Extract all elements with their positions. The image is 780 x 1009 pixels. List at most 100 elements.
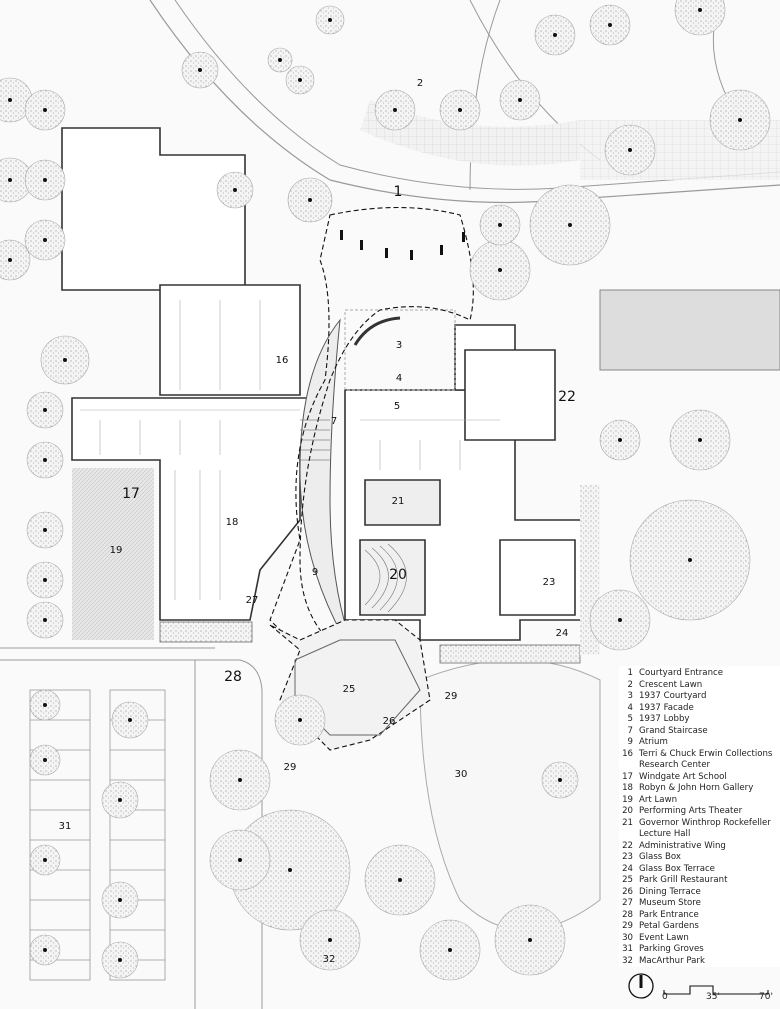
tree-trunk [43, 178, 47, 182]
legend-text: Park Grill Restaurant [639, 875, 728, 885]
tree-trunk [43, 618, 47, 622]
plan-labels: 1 2 3 4 5 7 9 16 17 18 19 20 21 22 23 24… [59, 78, 576, 965]
scale-mid: 35' [706, 992, 720, 1002]
tree-trunk [8, 98, 12, 102]
label-admin-wing: 22 [558, 389, 576, 405]
tree-trunk [298, 718, 302, 722]
legend-text: Glass Box Terrace [639, 863, 715, 874]
label-theater: 20 [389, 567, 407, 583]
tree-trunk [118, 798, 122, 802]
legend-text: Crescent Lawn [639, 679, 703, 690]
scale-and-north: 0 35' 70' [628, 972, 778, 1008]
tree-trunk [688, 558, 692, 562]
legend-number: 32 [622, 955, 633, 966]
legend-number: 25 [622, 875, 633, 885]
label-macarthur-park: 32 [323, 954, 336, 965]
legend-item: 25 Park Grill Restaurant [619, 875, 780, 887]
legend-text: 1937 Facade [639, 702, 694, 713]
label-grand-staircase: 7 [331, 416, 337, 427]
north-arrow-icon [628, 973, 769, 999]
tree-trunk [43, 758, 47, 762]
label-courtyard-entrance: 1 [394, 184, 403, 200]
entrance-columns [340, 230, 465, 260]
tree-trunk [43, 108, 47, 112]
legend-text: Glass Box [639, 852, 681, 862]
label-glass-box-terrace: 24 [556, 628, 569, 639]
legend-text: Terri & Chuck Erwin Collections Research… [639, 748, 773, 771]
tree-trunk [43, 578, 47, 582]
legend-number: 9 [627, 737, 633, 747]
legend-text: Grand Staircase [639, 725, 708, 736]
trees [0, 0, 771, 981]
legend-text: Park Entrance [639, 909, 699, 920]
label-glass-box: 23 [543, 577, 556, 588]
tree-trunk [63, 358, 67, 362]
legend-text: Petal Gardens [639, 921, 699, 931]
tree-trunk [328, 18, 332, 22]
legend-item: 2 Crescent Lawn [619, 680, 780, 692]
theater-seating [364, 543, 407, 613]
museum-building [61, 127, 586, 641]
legend-item: 4 1937 Facade [619, 703, 780, 715]
tree-canopy [674, 0, 726, 36]
legend-number: 16 [622, 748, 633, 759]
tree-trunk [308, 198, 312, 202]
legend-item: 32 MacArthur Park [619, 956, 780, 968]
label-park-grill: 25 [343, 684, 356, 695]
legend-text: Art Lawn [639, 794, 678, 805]
tree-trunk [43, 948, 47, 952]
tree-trunk [738, 118, 742, 122]
tree-trunk [198, 68, 202, 72]
legend-text: Courtyard Entrance [639, 668, 724, 678]
tree-trunk [698, 8, 702, 12]
legend-number: 21 [622, 817, 633, 828]
legend-number: 4 [627, 702, 633, 713]
legend-number: 29 [622, 921, 633, 931]
tree-trunk [8, 258, 12, 262]
tree-trunk [8, 178, 12, 182]
atrium-outline [269, 206, 474, 651]
label-event-lawn: 30 [455, 769, 468, 780]
label-horn-gallery: 18 [226, 517, 239, 528]
tree-trunk [458, 108, 462, 112]
legend-number: 31 [622, 944, 633, 954]
label-art-lawn: 19 [110, 545, 123, 556]
tree-trunk [43, 458, 47, 462]
tree-trunk [518, 98, 522, 102]
label-lecture-hall: 21 [392, 496, 405, 507]
legend-number: 2 [627, 679, 633, 690]
legend-number: 7 [627, 725, 633, 736]
legend-text: MacArthur Park [639, 955, 705, 966]
tree-trunk [278, 58, 282, 62]
tree-trunk [128, 718, 132, 722]
legend-item: 7 Grand Staircase [619, 726, 780, 738]
legend-text: Windgate Art School [639, 771, 727, 782]
tree-trunk [498, 268, 502, 272]
legend-text: Dining Terrace [639, 886, 701, 897]
tree-trunk [328, 938, 332, 942]
legend-number: 22 [622, 840, 633, 851]
scale-end: 70' [759, 992, 773, 1002]
tree-trunk [628, 148, 632, 152]
tree-trunk [448, 948, 452, 952]
tree-trunk [43, 408, 47, 412]
legend-number: 20 [622, 806, 633, 816]
tree-trunk [618, 438, 622, 442]
label-1937-lobby: 5 [394, 401, 400, 412]
